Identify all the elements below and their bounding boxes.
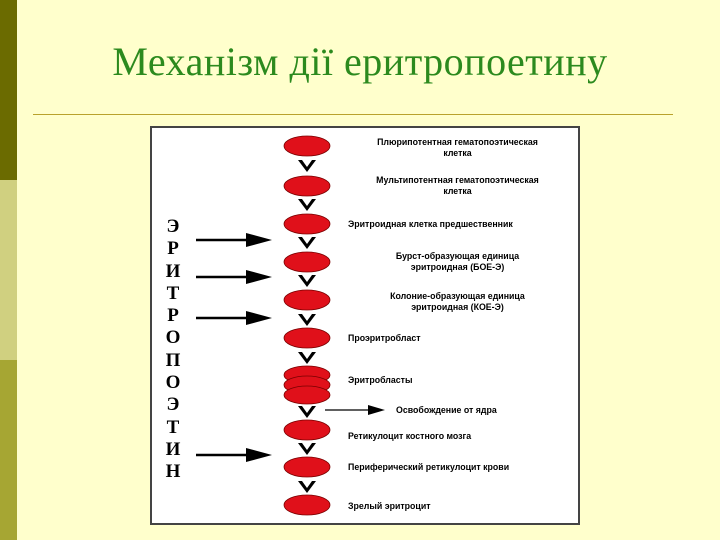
vertical-letter: П xyxy=(165,349,181,371)
vertical-letter: Э xyxy=(166,216,180,237)
cell-oval xyxy=(283,213,331,235)
chevron-arrow xyxy=(298,237,316,249)
chevron-arrow xyxy=(298,199,316,211)
stage-label-line: Колоние-образующая единица xyxy=(390,291,525,301)
stage-label-line: Эритроидная клетка предшественник xyxy=(348,219,513,229)
chevron-arrow xyxy=(298,314,316,326)
chevron-arrow xyxy=(298,160,316,172)
cell-oval xyxy=(283,327,331,349)
stage-label-line: клетка xyxy=(443,186,472,196)
vertical-letter: Н xyxy=(165,461,181,483)
stage-label: Зрелый эритроцит xyxy=(348,501,573,512)
chevron-arrow xyxy=(298,352,316,364)
stage-label-line: Периферический ретикулоцит крови xyxy=(348,462,510,472)
cell-oval xyxy=(283,135,331,157)
cell-oval xyxy=(283,251,331,273)
vertical-letter: Р xyxy=(167,238,179,260)
stage-label: Проэритробласт xyxy=(348,333,573,344)
stage-label-line: Эритробласты xyxy=(348,375,413,385)
stage-label-line: Зрелый эритроцит xyxy=(348,501,431,511)
stage-label-line: клетка xyxy=(443,148,472,158)
diagram-panel xyxy=(150,126,580,525)
stage-label-line: Плюрипотентная гематопоэтическая xyxy=(377,137,538,147)
stage-label-line: Бурст-образующая единица xyxy=(395,251,520,261)
sidebar-segment-mid xyxy=(0,360,17,540)
chevron-arrow xyxy=(298,275,316,287)
erythropoiesis-diagram xyxy=(196,135,385,516)
vertical-letter: Р xyxy=(167,305,179,327)
sidebar-segment-dark xyxy=(0,0,17,180)
enucleation-arrowhead xyxy=(368,405,385,415)
stage-label: Периферический ретикулоцит крови xyxy=(348,462,573,473)
stimulation-arrowhead xyxy=(246,311,272,325)
vertical-letter: Т xyxy=(166,416,180,438)
chevron-arrow xyxy=(298,481,316,493)
stage-label-line: эритроидная (КОЕ-Э) xyxy=(411,302,504,312)
stage-label-line: Мультипотентная гематопоэтическая xyxy=(376,175,539,185)
vertical-letter: О xyxy=(165,372,181,394)
stimulation-arrowhead xyxy=(246,448,272,462)
stage-label: Ретикулоцит костного мозга xyxy=(348,431,573,442)
cell-oval xyxy=(283,175,331,197)
vertical-letter: Т xyxy=(166,282,180,304)
vertical-letter: Э xyxy=(166,394,180,416)
enucleation-note: Освобождение от ядра xyxy=(396,405,497,415)
cell-oval xyxy=(283,289,331,311)
decorative-sidebar xyxy=(0,0,17,540)
chevron-arrow xyxy=(298,443,316,455)
vertical-letter: И xyxy=(165,438,181,460)
chevron-arrow xyxy=(298,406,316,418)
cell-oval xyxy=(283,494,331,516)
cell-oval xyxy=(283,419,331,441)
sidebar-segment-light xyxy=(0,180,17,360)
stage-label-line: Проэритробласт xyxy=(348,333,421,343)
stage-label: Эритробласты xyxy=(348,375,573,386)
cell-oval xyxy=(283,456,331,478)
vertical-letter: И xyxy=(165,260,181,282)
erythroblast-cell xyxy=(283,385,331,405)
stage-label-line: эритроидная (БОЕ-Э) xyxy=(410,262,505,272)
stimulation-arrowhead xyxy=(246,233,272,247)
slide-title: Механізм дії еритропоетину xyxy=(112,39,608,84)
stage-label: Эритроидная клетка предшественник xyxy=(348,219,573,230)
title-divider xyxy=(33,114,673,115)
stage-label-line: Ретикулоцит костного мозга xyxy=(348,431,472,441)
stimulation-arrowhead xyxy=(246,270,272,284)
vertical-letter: О xyxy=(165,327,181,349)
